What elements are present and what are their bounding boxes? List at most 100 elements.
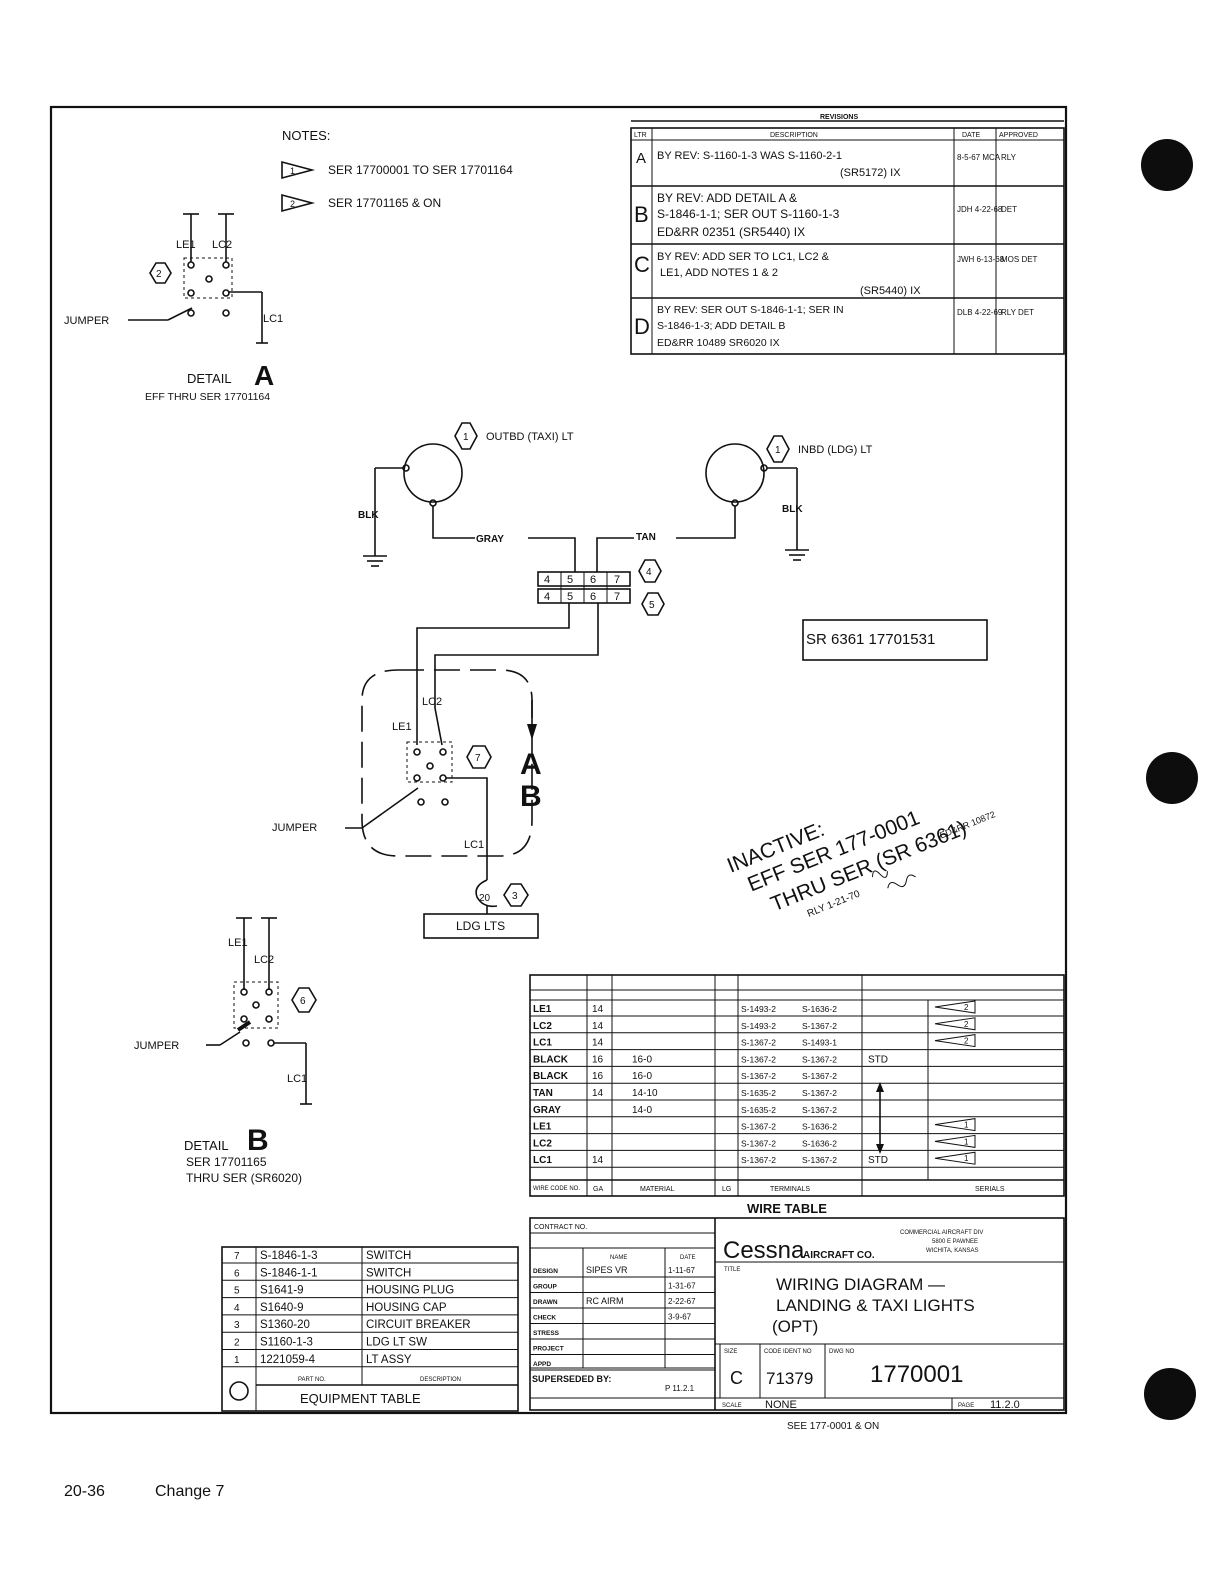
detail-a-item-2: 2 bbox=[156, 269, 162, 280]
wire-serial-flag-number: 2 bbox=[964, 1003, 969, 1012]
view-letter-b: B bbox=[520, 780, 542, 813]
wire-serial-flag-number: 1 bbox=[964, 1154, 969, 1163]
rev-a-line1: BY REV: S-1160-1-3 WAS S-1160-2-1 bbox=[657, 150, 842, 162]
wire-code: LC2 bbox=[533, 1021, 552, 1032]
company-suffix: AIRCRAFT CO. bbox=[803, 1250, 875, 1261]
rev-a-line2: (SR5172) IX bbox=[840, 167, 901, 179]
wire-gauge: 16 bbox=[592, 1071, 604, 1082]
breaker-item: 3 bbox=[512, 891, 518, 902]
wire-code: LC1 bbox=[533, 1155, 552, 1166]
notes-block: NOTES: 1 SER 17700001 TO SER 17701164 2 … bbox=[281, 128, 513, 213]
equip-description: SWITCH bbox=[366, 1267, 411, 1279]
page-label: PAGE bbox=[958, 1403, 974, 1409]
wire-material: 16-0 bbox=[632, 1071, 652, 1082]
detail-b-title: DETAIL bbox=[184, 1138, 229, 1153]
note-1-text: SER 17700001 TO SER 17701164 bbox=[328, 163, 513, 177]
breaker-value: 20 bbox=[479, 893, 491, 904]
wire-code: BLACK bbox=[533, 1054, 569, 1065]
wire-table-title: WIRE TABLE bbox=[747, 1201, 827, 1216]
wire-terminal-2: S-1636-2 bbox=[802, 1122, 837, 1132]
pin-bottom-4: 4 bbox=[544, 591, 550, 603]
wire-serial-flag bbox=[934, 1151, 976, 1165]
size-value: C bbox=[730, 1368, 743, 1388]
binder-hole-bottom bbox=[1144, 1368, 1196, 1420]
superseded-value: P 11.2.1 bbox=[665, 1384, 695, 1393]
detail-b-lc1-label: LC1 bbox=[287, 1073, 307, 1085]
equip-description: HOUSING CAP bbox=[366, 1302, 447, 1314]
division-line2: 5800 E PAWNEE bbox=[932, 1239, 978, 1245]
equip-item-number: 5 bbox=[234, 1286, 240, 1297]
switch-jumper-label: JUMPER bbox=[272, 822, 317, 834]
wire-terminal-1: S-1493-2 bbox=[741, 1004, 776, 1014]
superseded-label: SUPERSEDED BY: bbox=[532, 1374, 611, 1384]
signoff-role: DRAWN bbox=[533, 1299, 558, 1306]
wire-serial-flag-number: 1 bbox=[964, 1121, 969, 1130]
blk-label-right: BLK bbox=[782, 504, 803, 515]
wire-serial-flag bbox=[934, 1034, 976, 1048]
outbd-item: 1 bbox=[463, 432, 469, 443]
equip-description: HOUSING PLUG bbox=[366, 1285, 454, 1297]
wire-terminal-2: S-1493-1 bbox=[802, 1038, 837, 1048]
equip-part-number: S1640-9 bbox=[260, 1302, 303, 1314]
pin-top-7: 7 bbox=[614, 574, 620, 586]
date-header: DATE bbox=[680, 1255, 696, 1261]
sr-box-text: SR 6361 17701531 bbox=[806, 631, 935, 648]
gray-label: GRAY bbox=[476, 534, 504, 545]
rev-b-line2: S-1846-1-1; SER OUT S-1160-1-3 bbox=[657, 207, 840, 221]
wire-serial-flag-number: 2 bbox=[964, 1037, 969, 1046]
wire-terminal-2: S-1367-2 bbox=[802, 1105, 837, 1115]
wire-header-terminals: TERMINALS bbox=[770, 1186, 810, 1193]
contract-label: CONTRACT NO. bbox=[534, 1224, 587, 1231]
equip-part-number: 1221059-4 bbox=[260, 1354, 316, 1366]
wire-terminal-1: S-1635-2 bbox=[741, 1105, 776, 1115]
revisions-title: REVISIONS bbox=[820, 114, 858, 121]
wire-material: 16-0 bbox=[632, 1054, 652, 1065]
wire-code: TAN bbox=[533, 1088, 553, 1099]
note-flag-2: 2 bbox=[290, 199, 295, 209]
detail-b-item-6: 6 bbox=[300, 996, 306, 1007]
outbd-taxi-light: BLK 1 OUTBD (TAXI) LT bbox=[358, 422, 574, 567]
wire-terminal-2: S-1367-2 bbox=[802, 1054, 837, 1064]
rev-b-approved: DET bbox=[1001, 205, 1017, 214]
rev-d-date: DLB 4-22-69 bbox=[957, 308, 1003, 317]
detail-b-le1-label: LE1 bbox=[228, 937, 248, 949]
wire-terminal-2: S-1367-2 bbox=[802, 1155, 837, 1165]
detail-b-jumper-label: JUMPER bbox=[134, 1040, 179, 1052]
wire-terminal-1: S-1367-2 bbox=[741, 1038, 776, 1048]
rev-c-line1: BY REV: ADD SER TO LC1, LC2 & bbox=[657, 251, 830, 263]
wire-gauge: 16 bbox=[592, 1054, 604, 1065]
equip-item-number: 6 bbox=[234, 1268, 240, 1279]
wire-code: LC1 bbox=[533, 1038, 552, 1049]
rev-c-ltr: C bbox=[634, 252, 650, 277]
equip-header-desc: DESCRIPTION bbox=[420, 1377, 461, 1383]
rev-b-line3: ED&RR 02351 (SR5440) IX bbox=[657, 225, 805, 239]
scale-value: NONE bbox=[765, 1399, 797, 1411]
switch-lc1-label: LC1 bbox=[464, 839, 484, 851]
note-flag-1: 1 bbox=[290, 166, 295, 176]
cessna-logo: Cessna bbox=[723, 1237, 805, 1264]
wire-terminal-1: S-1635-2 bbox=[741, 1088, 776, 1098]
rev-b-line1: BY REV: ADD DETAIL A & bbox=[657, 191, 797, 205]
drawing-title-3: (OPT) bbox=[772, 1317, 818, 1336]
equip-part-number: S-1846-1-1 bbox=[260, 1267, 318, 1279]
wire-serial-flag-number: 1 bbox=[964, 1137, 969, 1146]
wire-serial-flag bbox=[934, 1118, 976, 1132]
detail-a-le1-label: LE1 bbox=[176, 239, 196, 251]
wire-header-lg: LG bbox=[722, 1186, 731, 1193]
detail-a: LE1 LC2 2 LC1 JUMPER DETAIL A EFF THRU S… bbox=[64, 213, 283, 403]
equip-part-number: S1360-20 bbox=[260, 1319, 310, 1331]
wire-terminal-1: S-1367-2 bbox=[741, 1071, 776, 1081]
equip-header-part: PART NO. bbox=[298, 1377, 326, 1383]
rev-b-ltr: B bbox=[634, 202, 649, 227]
wire-header-material: MATERIAL bbox=[640, 1186, 675, 1193]
detail-b-subtitle1: SER 17701165 bbox=[186, 1155, 267, 1169]
notes-heading: NOTES: bbox=[282, 128, 330, 143]
division-line1: COMMERCIAL AIRCRAFT DIV bbox=[900, 1230, 983, 1236]
binder-hole-top bbox=[1141, 139, 1193, 191]
wire-terminal-2: S-1636-2 bbox=[802, 1138, 837, 1148]
equip-item-number: 2 bbox=[234, 1338, 240, 1349]
footer-page-number: 20-36 bbox=[64, 1483, 105, 1500]
inbd-landing-light: BLK 1 INBD (LDG) LT bbox=[705, 435, 873, 561]
rev-d-ltr: D bbox=[634, 314, 650, 339]
